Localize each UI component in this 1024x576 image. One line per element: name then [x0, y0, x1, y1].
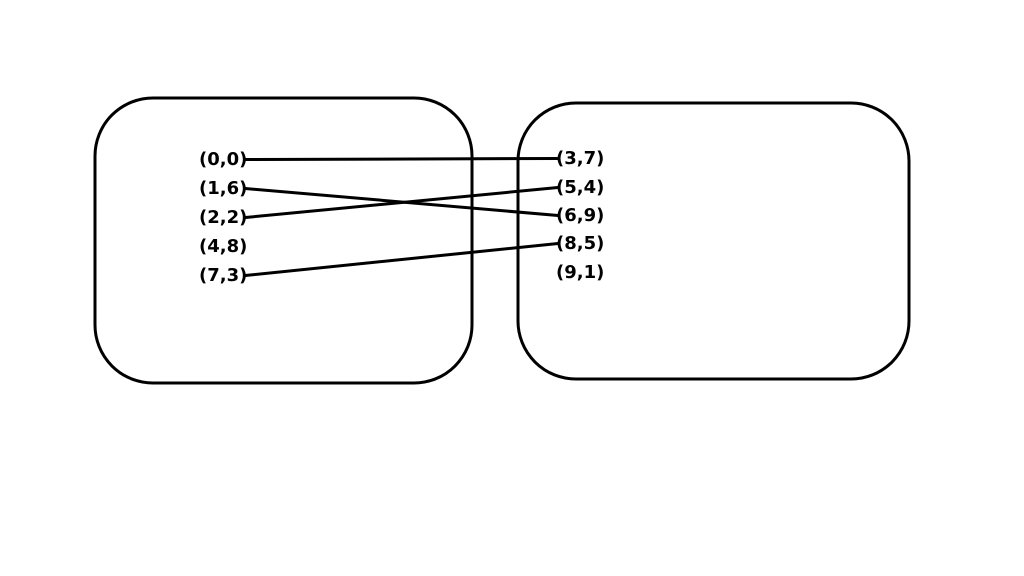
right-item: (9,1): [556, 262, 604, 283]
right-item: (6,9): [556, 205, 604, 226]
mapping-lines: [243, 157, 560, 277]
left-item: (1,6): [199, 178, 247, 199]
mapping-arrow: [243, 186, 560, 219]
left-item: (4,8): [199, 236, 247, 257]
right-item: (3,7): [556, 148, 604, 169]
right-set-box: [516, 101, 911, 381]
right-set-labels: (3,7) (5,4) (6,9) (8,5) (9,1): [556, 148, 604, 283]
left-item: (7,3): [199, 265, 247, 286]
right-item: (8,5): [556, 233, 604, 254]
mapping-arrow: [243, 242, 560, 277]
left-set-box: [93, 96, 474, 385]
right-item: (5,4): [556, 177, 604, 198]
left-item: (2,2): [199, 207, 247, 228]
left-item: (0,0): [199, 149, 247, 170]
mapping-arrow: [243, 157, 560, 161]
left-set-labels: (0,0) (1,6) (2,2) (4,8) (7,3): [199, 149, 247, 286]
